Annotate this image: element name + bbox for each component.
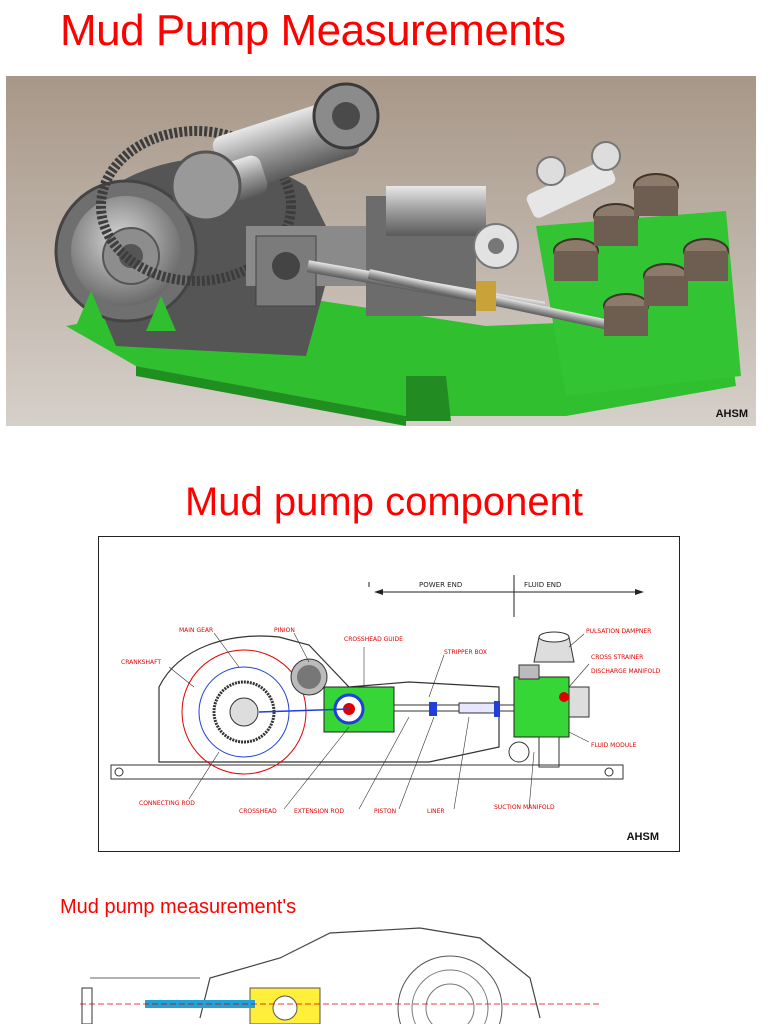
- fluid-end-label: FLUID END: [524, 581, 561, 589]
- measurement-sketch: [60, 918, 620, 1024]
- label-liner: LINER: [427, 808, 445, 815]
- label-main-gear: MAIN GEAR: [179, 627, 213, 634]
- label-extension-rod: EXTENSION ROD: [294, 808, 344, 815]
- label-stripper-box: STRIPPER BOX: [444, 649, 487, 656]
- label-piston: PISTON: [374, 808, 396, 815]
- label-cross-strainer: CROSS STRAINER: [591, 654, 643, 661]
- diagram-watermark: AHSM: [626, 831, 659, 843]
- section-heading-measurements: Mud pump measurement's: [60, 896, 297, 918]
- label-pinion: PINION: [274, 627, 295, 634]
- label-suction-manifold: SUCTION MANIFOLD: [494, 804, 555, 811]
- pump-render-image: AHSM: [6, 76, 756, 426]
- component-diagram: POWER END FLUID END: [98, 536, 680, 852]
- page-title: Mud Pump Measurements: [60, 6, 566, 55]
- photo-watermark: AHSM: [715, 408, 748, 420]
- label-crosshead-guide: CROSSHEAD GUIDE: [344, 636, 403, 643]
- label-discharge-manifold: DISCHARGE MANIFOLD: [591, 668, 661, 675]
- section-heading-components: Mud pump component: [184, 480, 583, 524]
- label-pulsation-dampner: PULSATION DAMPNER: [586, 628, 651, 635]
- label-crankshaft: CRANKSHAFT: [121, 659, 161, 666]
- label-connecting-rod: CONNECTING ROD: [139, 800, 195, 807]
- label-fluid-module: FLUID MODULE: [591, 742, 636, 749]
- label-crosshead: CROSSHEAD: [239, 808, 277, 815]
- power-end-label: POWER END: [419, 581, 462, 589]
